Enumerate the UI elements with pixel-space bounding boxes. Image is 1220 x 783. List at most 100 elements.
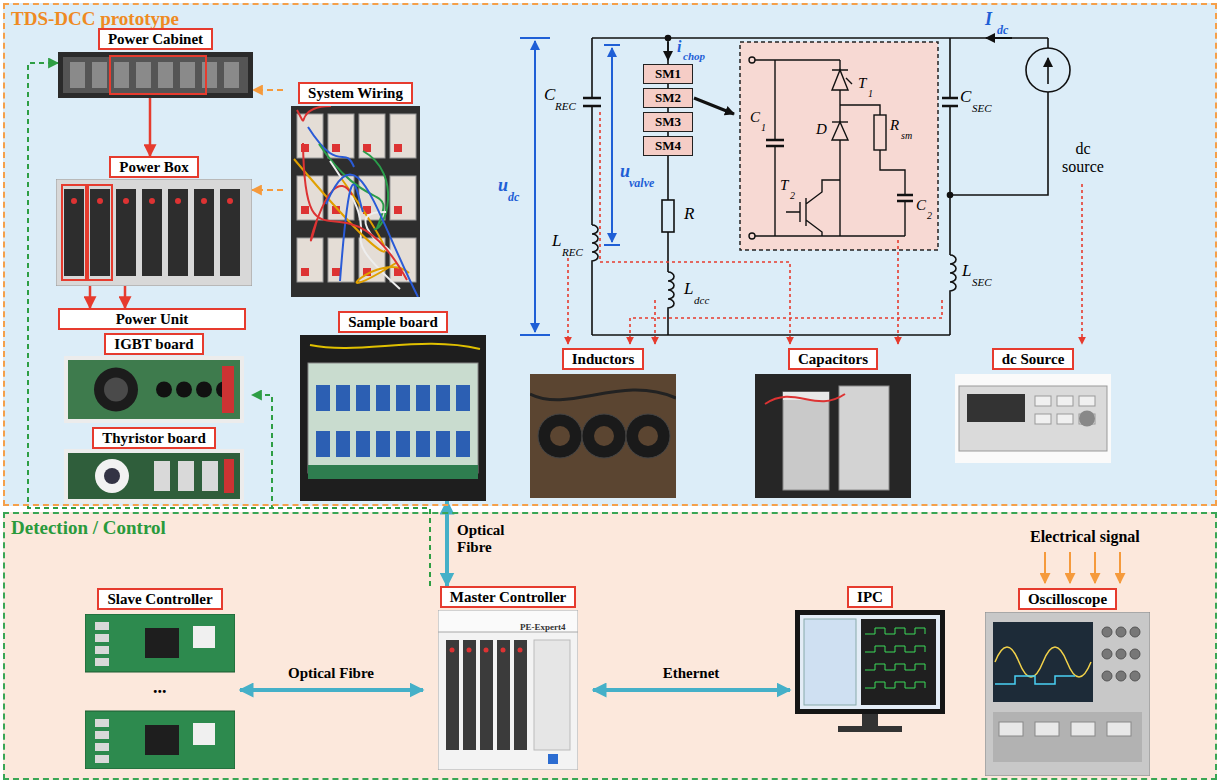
- component-box: Sample board: [296, 311, 490, 501]
- leader-line: [567, 258, 569, 344]
- photo-part: [114, 62, 129, 88]
- photo-part: [416, 385, 430, 411]
- photo-illustration: [291, 106, 420, 297]
- circuit-wire: [592, 334, 950, 336]
- photo-part: [804, 619, 856, 705]
- circuit-wire: [942, 98, 958, 106]
- label-holder: C: [544, 86, 555, 105]
- circuit-label: valve: [629, 177, 654, 190]
- circuit-label: dc: [997, 24, 1008, 37]
- circuit-label: dc: [508, 191, 519, 204]
- photo-illustration: [58, 52, 253, 98]
- label-holder: dc: [997, 20, 1008, 38]
- submodule-circuit: [840, 105, 905, 236]
- label-holder: dcc: [694, 290, 709, 308]
- circuit-wire: [950, 38, 1048, 195]
- submodule-circuit: [774, 60, 775, 236]
- photo-part: [1102, 627, 1112, 637]
- photo-part: [436, 385, 450, 411]
- circuit-label: 2: [927, 210, 932, 221]
- component-label: Power Box: [109, 156, 198, 178]
- photo-part: [104, 468, 120, 484]
- circuit-label: sm: [901, 130, 912, 141]
- photo-part: [154, 461, 170, 491]
- connector: [240, 688, 423, 692]
- photo-part: [156, 382, 172, 398]
- photo-part: [145, 628, 179, 658]
- component-box: Thyristor board: [56, 427, 252, 503]
- photo-part: [303, 143, 407, 280]
- photo-part: [1071, 722, 1095, 736]
- circuit-label: chop: [683, 50, 705, 62]
- photo-part: [95, 634, 109, 642]
- photo-part: [316, 385, 330, 411]
- submodule-circuit: [839, 60, 840, 236]
- label-holder: i: [677, 38, 681, 56]
- label-holder: valve: [629, 173, 654, 191]
- label-holder: 1: [761, 117, 766, 135]
- photo-part: [95, 622, 109, 630]
- photo-part: [297, 114, 323, 158]
- circuit-label: C: [916, 197, 926, 214]
- label-holder: u: [620, 162, 630, 182]
- photo-part: [755, 374, 911, 498]
- photo-part: [297, 238, 323, 282]
- circuit-wire: [1026, 48, 1070, 92]
- photo-part: [1035, 414, 1051, 424]
- circuit-label: L: [552, 232, 561, 251]
- submodule-box: SM3: [643, 112, 693, 132]
- submodule-circuit: [832, 70, 848, 90]
- component-box: Oscilloscope: [980, 588, 1155, 778]
- photo-part: [194, 189, 214, 276]
- connector-label: Ethernet: [661, 665, 722, 682]
- circuit-label: R: [684, 205, 694, 224]
- photo-part: [149, 198, 155, 204]
- component-label: Thyristor board: [92, 427, 215, 449]
- photo-part: [336, 385, 350, 411]
- signal-arrow: [1045, 552, 1120, 583]
- region-panel: TDS-DCC prototypePower CabinetSystem Wir…: [3, 3, 1217, 506]
- prototype-ground: [3, 3, 1217, 506]
- voltage-arrow: [534, 41, 536, 332]
- photo-part: [865, 682, 925, 688]
- circuit-wire: [662, 200, 674, 232]
- photo-part: [861, 619, 936, 705]
- component-box: IGBT board: [56, 333, 252, 423]
- submodule-circuit: [897, 195, 913, 201]
- circuit-wire: [592, 225, 598, 335]
- photo-part: [838, 726, 902, 732]
- photo-part: [202, 461, 218, 491]
- photo-part: [68, 453, 240, 499]
- photo-part: [222, 366, 234, 413]
- component-label: Slave Controller: [97, 588, 222, 610]
- connector: [89, 286, 92, 308]
- photo-part: [394, 144, 402, 152]
- photo-part: [438, 610, 578, 770]
- component-box: dc Source: [953, 348, 1113, 463]
- photo-part: [376, 385, 390, 411]
- edge-label-holder: Optical Fibre: [286, 664, 376, 682]
- photo-part: [294, 159, 385, 252]
- submodule-circuit: [874, 115, 886, 150]
- photo-part: [95, 646, 109, 654]
- label-holder: D: [816, 120, 827, 138]
- photo-part: [95, 459, 129, 493]
- label-holder: PE-Expert4: [520, 616, 566, 634]
- photo-part: [308, 465, 478, 479]
- circuit-label: 1: [868, 88, 873, 99]
- photo-part: [71, 198, 77, 204]
- photo-part: [180, 62, 195, 88]
- photo-part: [456, 431, 470, 457]
- detail-pointer: [694, 98, 734, 114]
- photo-part: [865, 628, 925, 634]
- label-holder: T: [780, 176, 788, 194]
- component-label: Capacitors: [788, 348, 878, 370]
- photo-part: [1107, 722, 1131, 736]
- submodule-box: SM2: [643, 88, 693, 108]
- label-holder: 2: [790, 185, 795, 203]
- photo-part: [224, 62, 239, 88]
- photo-part: [480, 640, 493, 750]
